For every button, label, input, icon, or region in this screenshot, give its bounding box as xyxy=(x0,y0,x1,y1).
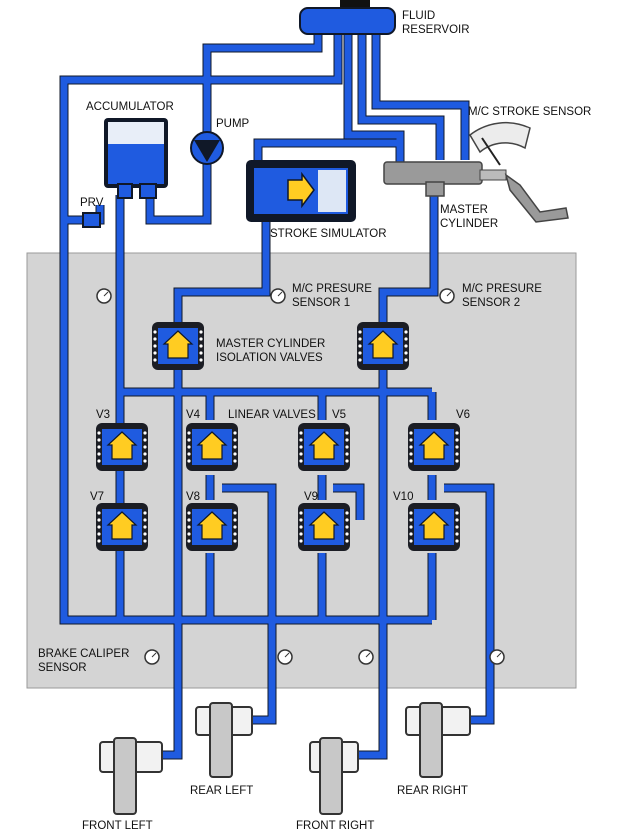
prv-label: PRV xyxy=(80,197,104,209)
solenoid-valve xyxy=(96,503,148,551)
valve-label: V8 xyxy=(186,491,200,503)
solenoid-valve xyxy=(357,322,409,370)
pressure-gauge-icon xyxy=(439,288,455,304)
stroke-simulator-label: STROKE SIMULATOR xyxy=(270,228,387,240)
mc-pressure-sensor-2-label: SENSOR 2 xyxy=(462,297,520,309)
prv-valve xyxy=(82,212,101,228)
master-cylinder xyxy=(383,161,507,197)
pressure-gauge-icon xyxy=(270,288,286,304)
wheel-front-right xyxy=(309,737,359,815)
solenoid-valve xyxy=(408,423,460,471)
hydraulic-lines xyxy=(59,28,495,760)
isolation-valves-label: ISOLATION VALVES xyxy=(216,352,323,364)
rear-right-label: REAR RIGHT xyxy=(397,785,468,797)
solenoid-valve xyxy=(186,423,238,471)
brake-caliper-sensor-label: SENSOR xyxy=(38,662,87,674)
solenoid-valve xyxy=(298,423,350,471)
valve-group xyxy=(96,322,460,551)
brake-pedal xyxy=(504,173,569,223)
wheel-rear-right xyxy=(405,702,471,778)
valve-label: V5 xyxy=(332,409,346,421)
valve-label: V10 xyxy=(393,491,413,503)
valve-label: V6 xyxy=(456,409,470,421)
solenoid-valve xyxy=(96,423,148,471)
pressure-gauge-icon xyxy=(489,649,505,665)
master-cylinder-label: CYLINDER xyxy=(440,218,498,230)
pressure-gauge-icon xyxy=(96,288,112,304)
pressure-gauge-icon xyxy=(277,649,293,665)
mc-pressure-sensor-2-label: M/C PRESURE xyxy=(462,283,542,295)
fluid-reservoir-label: RESERVOIR xyxy=(402,24,470,36)
mc-stroke-sensor-label: M/C STROKE SENSOR xyxy=(468,106,591,118)
solenoid-valve xyxy=(298,503,350,551)
stroke-simulator xyxy=(246,160,356,222)
solenoid-valve xyxy=(186,503,238,551)
valve-label: V3 xyxy=(96,409,110,421)
mc-pressure-sensor-1-label: M/C PRESURE xyxy=(292,283,372,295)
front-left-label: FRONT LEFT xyxy=(82,820,153,832)
valve-label: V4 xyxy=(186,409,201,421)
wheel-front-left xyxy=(99,737,163,815)
rear-left-label: REAR LEFT xyxy=(190,785,253,797)
accumulator xyxy=(104,118,168,199)
mc-pressure-sensor-1-label: SENSOR 1 xyxy=(292,297,350,309)
valve-label: V7 xyxy=(90,491,104,503)
pressure-gauge-icon xyxy=(358,649,374,665)
valve-label: V9 xyxy=(304,491,318,503)
master-cylinder-label: MASTER xyxy=(440,204,488,216)
wheel-rear-left xyxy=(195,702,253,778)
brake-caliper-sensor-label: BRAKE CALIPER xyxy=(38,648,129,660)
fluid-reservoir xyxy=(299,0,396,35)
solenoid-valve xyxy=(408,503,460,551)
solenoid-valve xyxy=(152,322,204,370)
pump-label: PUMP xyxy=(216,118,250,130)
mc-stroke-sensor xyxy=(469,121,531,166)
front-right-label: FRONT RIGHT xyxy=(296,820,374,832)
pressure-gauge-icon xyxy=(144,649,160,665)
accumulator-label: ACCUMULATOR xyxy=(86,101,174,113)
fluid-reservoir-label: FLUID xyxy=(402,10,435,22)
linear-valves-label: LINEAR VALVES xyxy=(228,409,316,421)
pump xyxy=(190,131,224,165)
isolation-valves-label: MASTER CYLINDER xyxy=(216,338,325,350)
